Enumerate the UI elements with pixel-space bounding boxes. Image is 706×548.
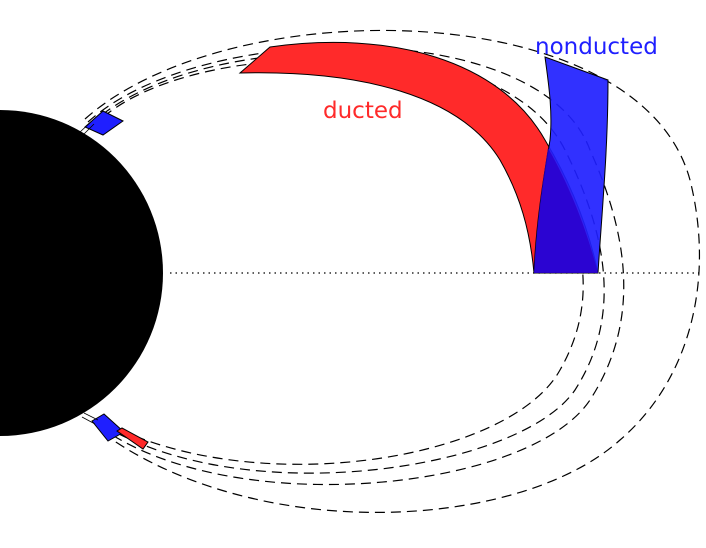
upper-tick-lines: [79, 120, 95, 136]
field-line-1: [91, 59, 584, 465]
upper-blue-patch: [84, 110, 124, 136]
ducted-label: ducted: [323, 98, 403, 124]
nonducted-label: nonducted: [535, 34, 658, 60]
lower-blue-patch: [91, 413, 125, 442]
overlap-region: [534, 148, 598, 273]
field-line-4: [84, 29, 700, 513]
planet-disc: [0, 110, 163, 436]
lower-foot-patches: [81, 412, 149, 450]
lower-red-patch: [116, 427, 149, 450]
upper-foot-patches: [79, 110, 124, 136]
lower-tick-lines: [81, 412, 99, 425]
